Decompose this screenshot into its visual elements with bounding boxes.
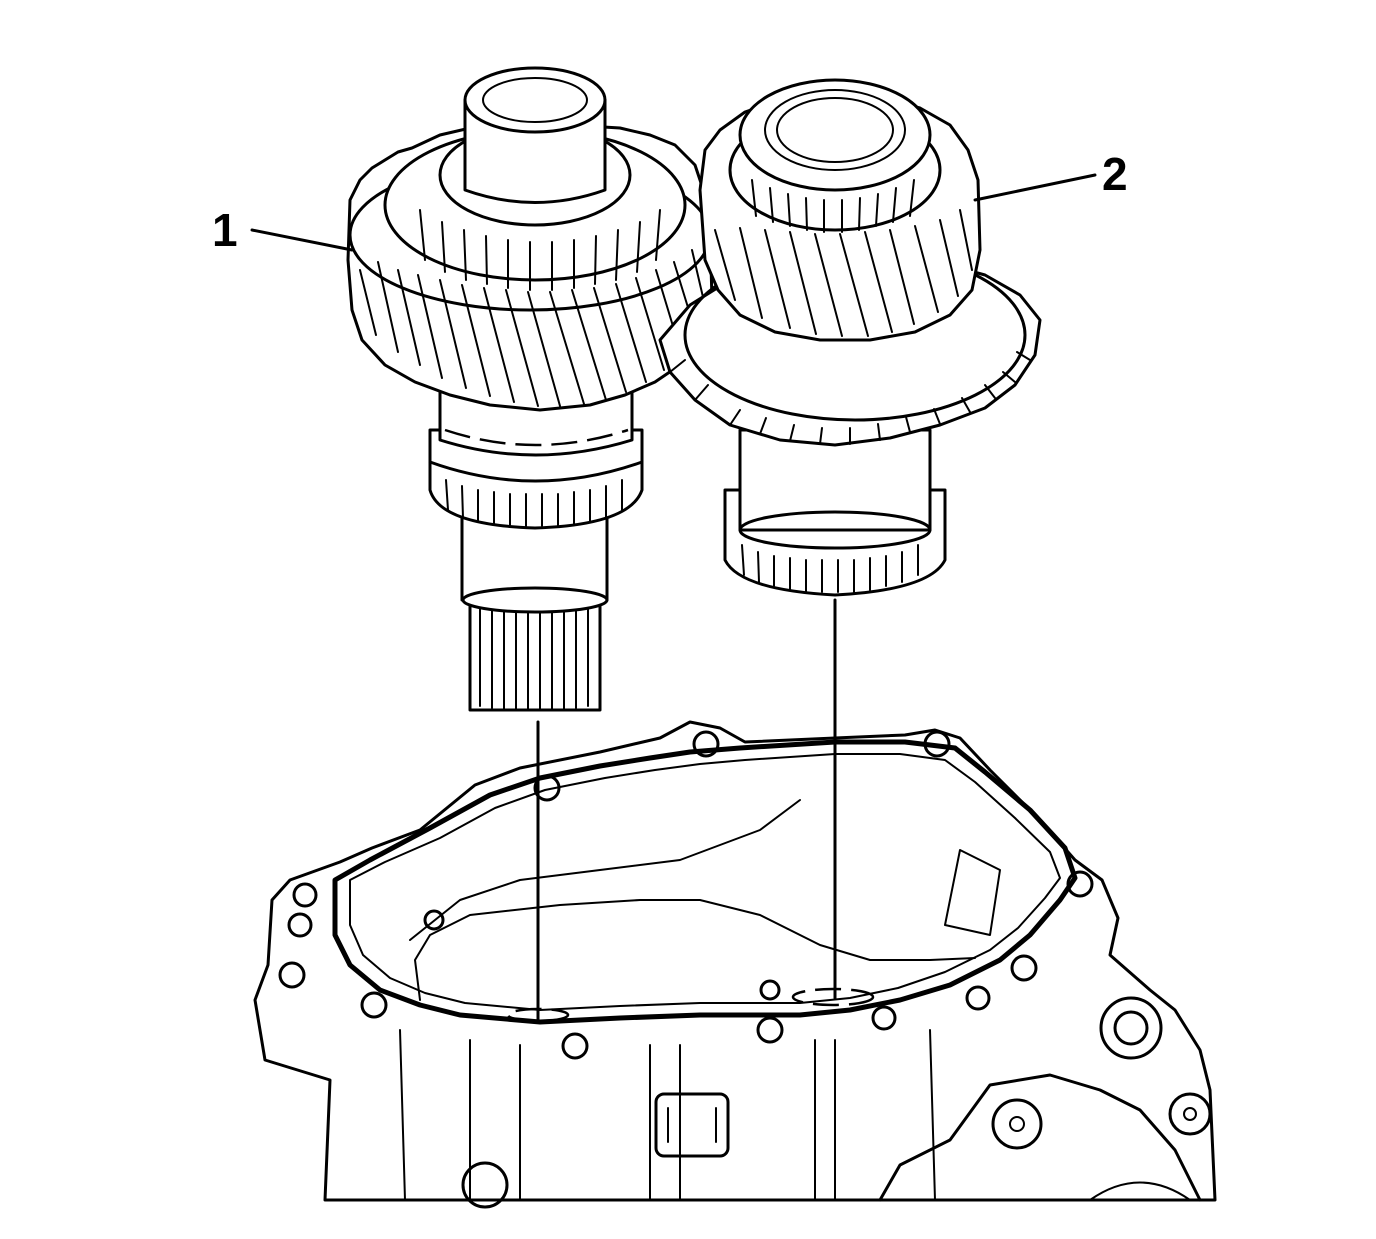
shaft-2-bore-inner — [776, 97, 894, 163]
callout-1-leader — [250, 228, 354, 252]
housing-lower-ribs — [399, 1029, 936, 1201]
bolt-hole — [965, 985, 991, 1011]
bolt-hole — [1010, 954, 1038, 982]
shaft-1-shoulder — [461, 586, 609, 614]
housing-boss — [1099, 996, 1163, 1060]
shaft-2-body-edge — [738, 510, 932, 550]
bolt-hole — [423, 909, 445, 931]
shaft-2-gear-teeth — [714, 209, 973, 337]
bolt-hole — [278, 961, 306, 989]
housing-plug — [1168, 1092, 1212, 1136]
housing-cavity-wall — [409, 799, 801, 941]
gear-shaft-1 — [346, 66, 714, 712]
transmission-housing — [253, 720, 1217, 1209]
callout-2-leader — [973, 173, 1097, 202]
housing-gasket-inner — [349, 753, 1061, 1011]
shaft-2-ring-gear-teeth — [669, 351, 1031, 445]
housing-seal-ring — [1089, 1181, 1191, 1201]
bolt-hole — [360, 991, 388, 1019]
shaft-1-lower-bearing-rollers — [445, 479, 623, 527]
shaft-2-bore — [764, 89, 906, 171]
shaft-2-lower-bearing-rollers — [741, 544, 919, 593]
shaft-1-spline-teeth — [479, 595, 589, 711]
housing-tag-marks — [667, 1107, 717, 1143]
shaft-2-upper-bearing-race — [738, 78, 932, 192]
housing-tag-pad — [654, 1092, 730, 1158]
housing-gasket — [332, 739, 1078, 1025]
bolt-hole — [533, 774, 561, 802]
housing-boss-bore — [1113, 1010, 1149, 1046]
gear-shaft-2 — [658, 78, 1042, 597]
callout-1: 1 — [212, 204, 354, 256]
housing-cavity-pocket — [944, 849, 1001, 936]
bolt-hole — [561, 1032, 589, 1060]
bearing-seat-2 — [791, 987, 875, 1007]
bolt-hole — [287, 912, 313, 938]
bolt-hole — [756, 1016, 784, 1044]
bolt-hole — [1066, 870, 1094, 898]
housing-lower-right-cover — [878, 1073, 1202, 1202]
alignment-lines — [536, 598, 837, 1024]
bolt-hole — [292, 882, 318, 908]
shaft-1-upper-bearing-rollers — [419, 209, 661, 291]
housing-flange-outline — [253, 720, 1217, 1202]
callout-2: 2 — [973, 148, 1128, 202]
housing-cavity-rib — [414, 899, 976, 1001]
bolt-hole — [871, 1005, 897, 1031]
bolt-hole — [692, 730, 720, 758]
shaft-1-lower-bearing-cage — [428, 460, 644, 483]
shaft-1-hub-dashed — [444, 428, 629, 447]
callout-2-label: 2 — [1102, 148, 1128, 200]
bolt-hole — [759, 979, 781, 1001]
housing-drain — [461, 1161, 509, 1209]
housing-plug-center — [1183, 1107, 1197, 1121]
shaft-1-stub-bore — [482, 77, 588, 123]
shaft-2-upper-bearing-rollers — [751, 179, 915, 233]
shaft-1-gear-teeth — [359, 249, 707, 407]
housing-fitting — [991, 1098, 1043, 1150]
housing-fitting-center — [1009, 1116, 1025, 1132]
bolt-hole — [923, 730, 951, 758]
callout-1-label: 1 — [212, 204, 238, 256]
